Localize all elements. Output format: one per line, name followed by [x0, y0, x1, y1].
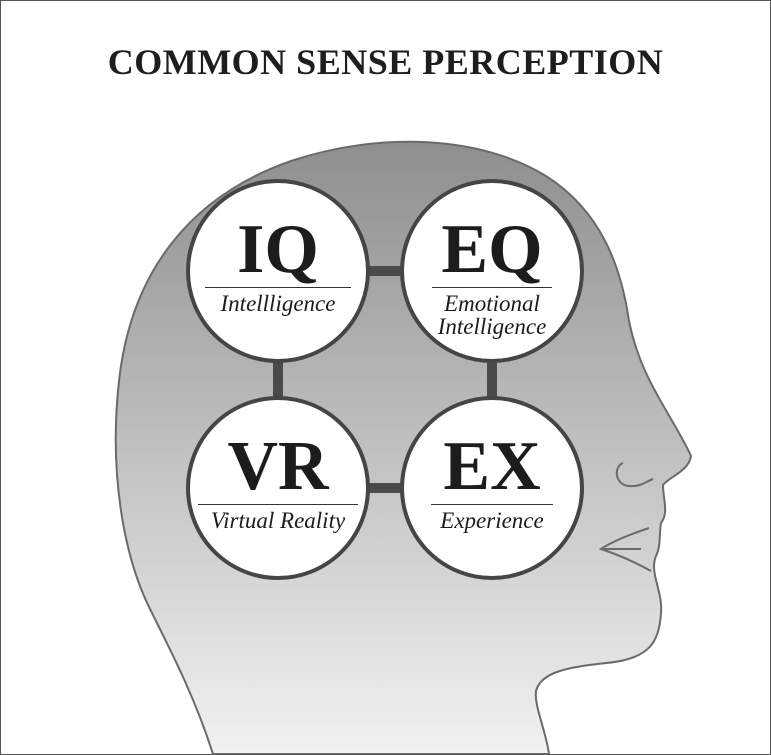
connector-eq-ex [487, 331, 497, 431]
mouth-detail [598, 527, 652, 572]
node-label: Experience [440, 508, 544, 533]
node-abbr: EQ [441, 211, 543, 288]
node-label: Virtual Reality [210, 508, 346, 533]
node-divider [198, 504, 358, 505]
node-ex: EX Experience [407, 428, 577, 533]
node-vr: VR Virtual Reality [193, 428, 363, 533]
node-abbr: EX [443, 428, 541, 505]
connector-iq-eq [341, 266, 411, 276]
diagram-title: COMMON SENSE PERCEPTION [107, 42, 664, 82]
node-circle-eq [400, 179, 584, 363]
connector-vr-ex [341, 483, 411, 493]
node-abbr: IQ [237, 211, 319, 288]
node-eq: EQ Emotional Intelligence [417, 211, 567, 339]
node-iq: IQ Intellligence [193, 211, 363, 316]
node-divider [431, 504, 553, 505]
nose-detail [615, 462, 654, 488]
node-circle-vr [186, 396, 370, 580]
node-divider [205, 287, 351, 288]
node-label: Emotional Intelligence [437, 291, 547, 339]
node-circle-iq [186, 179, 370, 363]
node-circle-ex [400, 396, 584, 580]
node-divider [432, 287, 552, 288]
node-abbr: VR [227, 428, 329, 505]
node-label: Intellligence [220, 291, 336, 316]
connector-iq-vr [273, 331, 283, 431]
